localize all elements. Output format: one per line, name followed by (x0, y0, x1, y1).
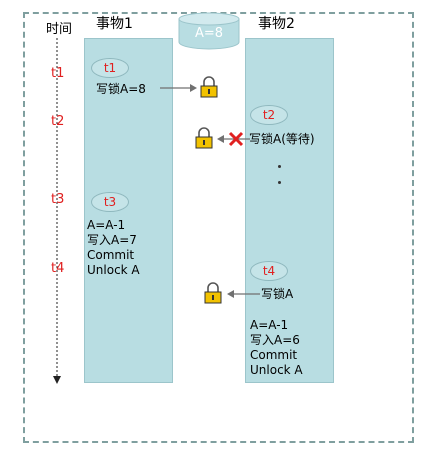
lock-icon (200, 76, 218, 98)
time-tick-t3: t3 (51, 192, 65, 207)
transaction-1-column (84, 38, 173, 383)
time-tick-t4: t4 (51, 261, 65, 276)
txn2-t2-action: 写锁A(等待) (249, 132, 315, 146)
arrow-icon (160, 84, 197, 92)
ellipsis-dot (278, 165, 281, 168)
time-axis-label: 时间 (46, 22, 73, 37)
lock-icon (195, 127, 213, 149)
txn2-t2-marker: t2 (250, 105, 288, 125)
database-value: A=8 (194, 26, 224, 41)
time-tick-t2: t2 (51, 114, 65, 129)
txn2-t4-step: Unlock A (250, 363, 303, 377)
txn2-t4-action: 写锁A (261, 287, 294, 301)
txn2-t4-step: Commit (250, 348, 298, 362)
txn1-t3-step: 写入A=7 (87, 233, 137, 247)
txn1-t3-marker: t3 (91, 192, 129, 212)
txn2-t4-step: 写入A=6 (250, 333, 300, 347)
txn2-t4-step: A=A-1 (250, 318, 289, 332)
database-icon (178, 12, 240, 50)
txn1-t1-action: 写锁A=8 (96, 82, 146, 96)
transaction-2-title: 事物2 (258, 16, 295, 32)
txn1-t3-step: Unlock A (87, 263, 140, 277)
ellipsis-dot (278, 181, 281, 184)
txn1-t3-step: A=A-1 (87, 218, 126, 232)
arrow-icon (227, 290, 260, 298)
transaction-2-column (245, 38, 334, 383)
txn1-t3-step: Commit (87, 248, 135, 262)
txn1-t1-marker: t1 (91, 58, 129, 78)
time-axis-arrow (53, 38, 61, 384)
time-tick-t1: t1 (51, 66, 65, 81)
blocked-x-icon (228, 131, 244, 147)
lock-icon (204, 282, 222, 304)
txn2-t4-marker: t4 (250, 261, 288, 281)
transaction-1-title: 事物1 (96, 16, 133, 32)
